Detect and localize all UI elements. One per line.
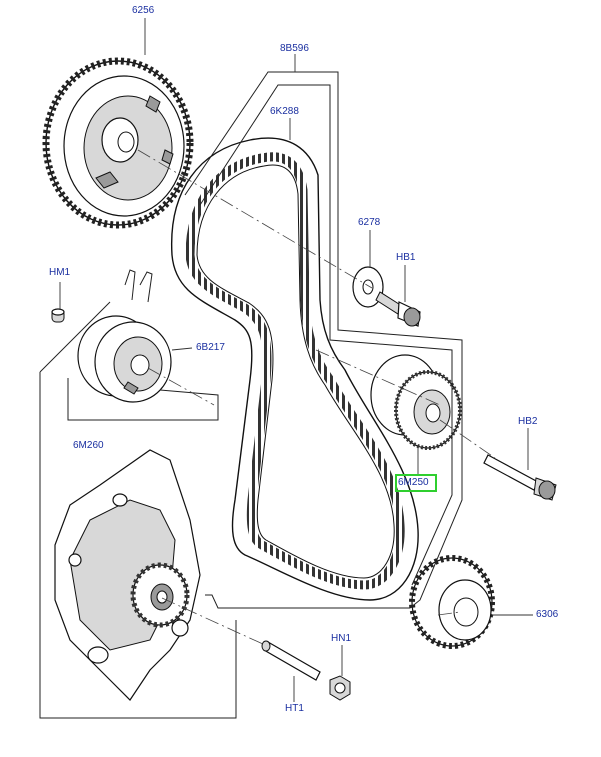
label-6K288[interactable]: 6K288 <box>270 106 299 117</box>
timing-belt[interactable] <box>171 137 419 601</box>
label-6306[interactable]: 6306 <box>536 609 559 620</box>
nut-hn1[interactable] <box>329 675 351 701</box>
water-pump[interactable] <box>54 449 201 701</box>
idler-pulley[interactable] <box>370 354 462 450</box>
idler-washer[interactable] <box>352 266 384 308</box>
bolt-hb2[interactable] <box>483 454 557 501</box>
label-6256[interactable]: 6256 <box>132 5 155 16</box>
camshaft-sprocket[interactable] <box>42 57 194 229</box>
stud-ht1[interactable] <box>261 640 321 681</box>
center-lines <box>137 149 496 646</box>
label-6M260[interactable]: 6M260 <box>73 440 104 451</box>
bolt-hb1[interactable] <box>375 291 421 327</box>
label-6M250[interactable]: 6M250 <box>398 477 429 488</box>
dowel-hm1[interactable] <box>51 308 65 323</box>
belt-tensioner[interactable] <box>77 269 172 403</box>
label-HB2[interactable]: HB2 <box>518 416 538 427</box>
crankshaft-sprocket[interactable] <box>409 555 495 649</box>
label-8B596[interactable]: 8B596 <box>280 43 309 54</box>
highlight-box-6M250 <box>395 474 437 492</box>
label-HB1[interactable]: HB1 <box>396 252 416 263</box>
label-6B217[interactable]: 6B217 <box>196 342 225 353</box>
leader-lines <box>59 18 533 702</box>
timing-cover-outline <box>39 71 463 719</box>
label-HM1[interactable]: HM1 <box>49 267 71 278</box>
label-HN1[interactable]: HN1 <box>331 633 352 644</box>
label-HT1[interactable]: HT1 <box>285 703 304 714</box>
label-6278[interactable]: 6278 <box>358 217 381 228</box>
